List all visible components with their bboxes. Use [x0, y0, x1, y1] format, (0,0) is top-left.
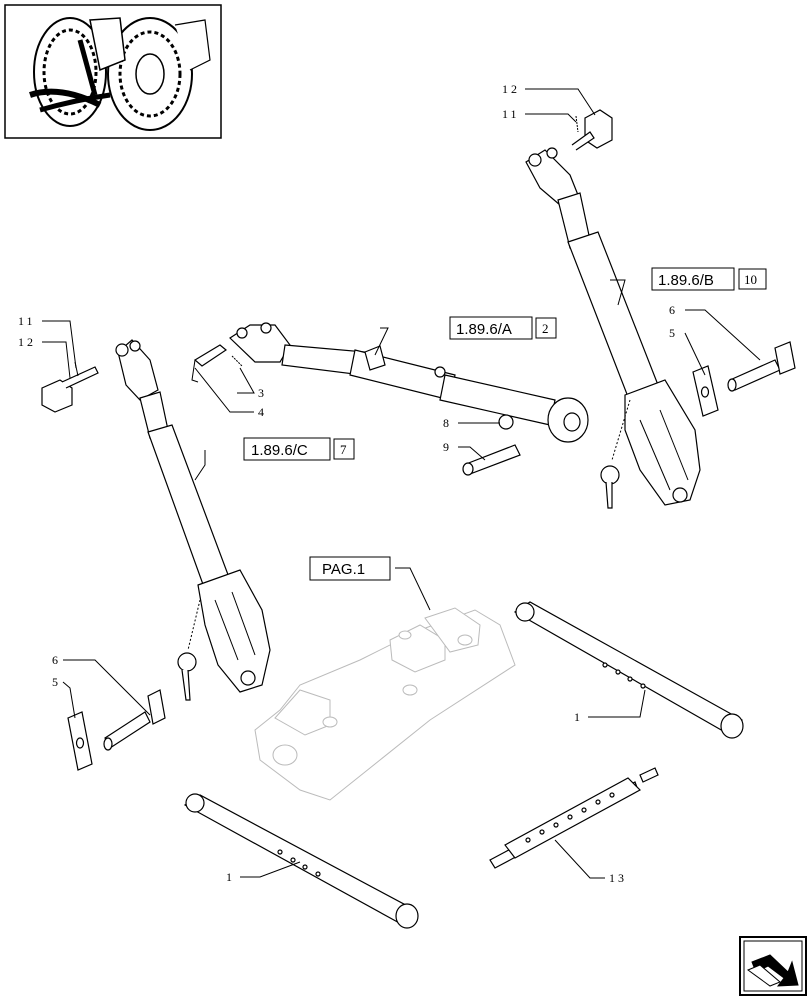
callout-5-right: 5: [669, 326, 678, 340]
left-pin-6: [103, 689, 166, 751]
callout-6-left: 6: [52, 653, 61, 667]
callout-1-right: 1: [574, 710, 583, 724]
ref-box-c[interactable]: 1.89.6/C 7: [243, 437, 355, 461]
ref-code-b: 1.89.6/B: [658, 272, 714, 289]
ref-box-pag[interactable]: PAG.1: [309, 556, 391, 581]
top-link-pin-9: [462, 444, 521, 476]
right-clip-11: [575, 115, 579, 133]
left-plate-5: [67, 711, 93, 771]
ref-box-b[interactable]: 1.89.6/B 10: [651, 267, 767, 291]
callout-12-right: 12: [502, 82, 520, 96]
right-pin-6: [727, 341, 796, 392]
top-link-clip-8: [498, 414, 514, 430]
hitch-base-ghost: [254, 607, 516, 801]
lower-link-right: [513, 601, 744, 739]
top-link: [229, 322, 589, 443]
right-plate-5: [692, 365, 719, 417]
right-pin-12: [571, 109, 613, 151]
callout-11-right: 11: [502, 107, 520, 121]
callout-8: 8: [443, 416, 452, 430]
ref-num-b: 10: [744, 272, 757, 287]
next-page-arrow-icon[interactable]: [739, 936, 807, 996]
ref-num-a: 2: [542, 321, 549, 336]
right-lift-rod: [525, 147, 701, 509]
ref-pag: PAG.1: [322, 561, 365, 578]
callout-11-left: 11: [18, 314, 36, 328]
callout-6-right: 6: [669, 303, 678, 317]
callout-9: 9: [443, 440, 452, 454]
tractor-thumbnail-icon: [4, 4, 222, 139]
callout-12-left: 12: [18, 335, 36, 349]
ref-box-a[interactable]: 1.89.6/A 2: [449, 316, 557, 340]
top-link-clip-3: [231, 355, 243, 367]
ref-code-a: 1.89.6/A: [456, 321, 512, 338]
leader-lines: [42, 88, 761, 879]
left-pin-12: [41, 361, 99, 413]
callout-5-left: 5: [52, 675, 61, 689]
lower-link-left: [183, 793, 419, 929]
top-link-pin-4: [191, 344, 228, 383]
ref-code-c: 1.89.6/C: [251, 442, 308, 459]
callout-1-left: 1: [226, 870, 235, 884]
callout-4: 4: [258, 405, 267, 419]
callout-3: 3: [258, 386, 267, 400]
ref-num-c: 7: [340, 442, 347, 457]
left-lift-rod: [115, 339, 271, 701]
callout-13: 13: [609, 871, 627, 885]
drawbar-13: [489, 767, 659, 869]
